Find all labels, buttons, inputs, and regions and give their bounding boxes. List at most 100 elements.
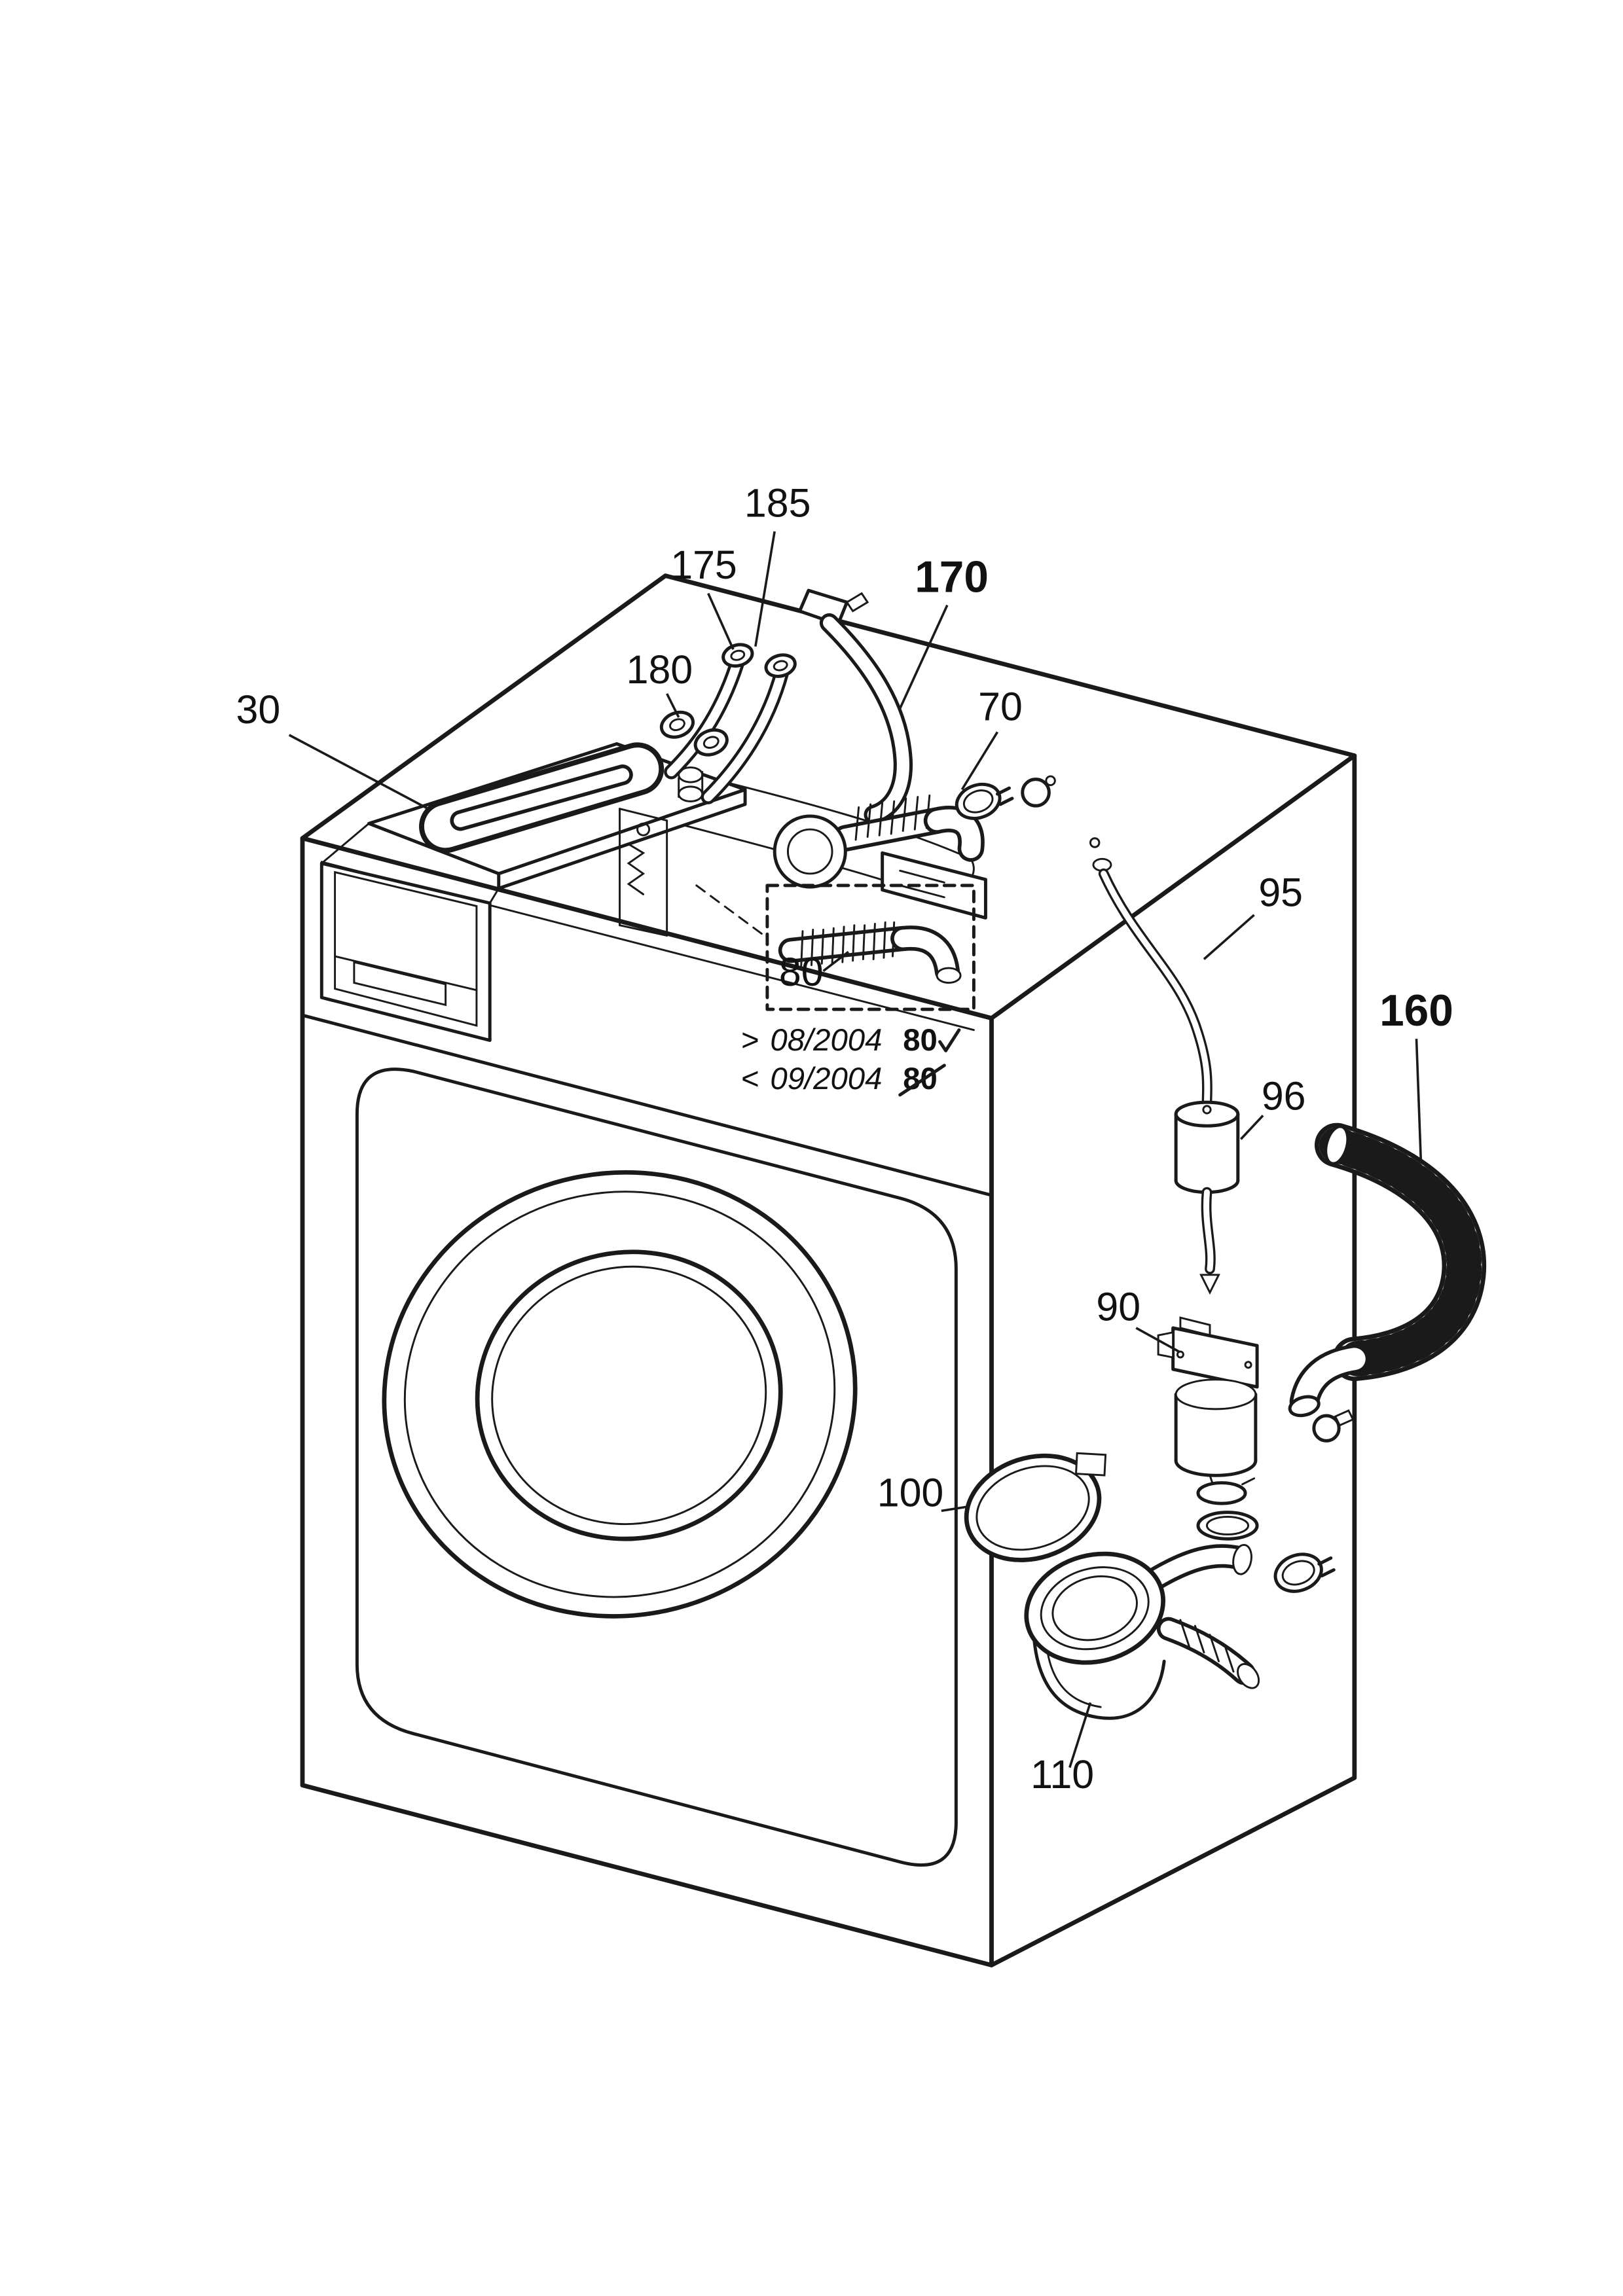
callout-96: 96 [1262, 1073, 1306, 1118]
door-assembly [382, 1170, 858, 1619]
drain-hose-clamp [1312, 1409, 1355, 1443]
grommet-180-b [693, 728, 729, 757]
front-panel [355, 1067, 958, 1867]
dispenser-bracket [619, 808, 668, 937]
drain-hose-end-bend-fill [1293, 1348, 1366, 1413]
callout-90: 90 [1096, 1285, 1140, 1329]
leader-lines [288, 531, 1423, 1768]
dispenser-hose-b-fill [703, 667, 787, 802]
pump-clamp [1196, 1477, 1256, 1505]
chamber-96-nipple [1202, 1105, 1212, 1115]
revision-line2-date: 09/2004 [770, 1062, 882, 1096]
dispenser-drawer-front [353, 961, 447, 1007]
drain-hose-corrugation [1319, 1127, 1482, 1377]
motor-top [1175, 1378, 1257, 1410]
motor-bottom [1174, 1459, 1258, 1477]
callout-175: 175 [670, 543, 737, 587]
grommet-180-a [659, 710, 695, 739]
variant-dashed-box [765, 884, 976, 1011]
door-glass-outer [475, 1249, 783, 1541]
chamber-to-pump-hose [1199, 1187, 1220, 1295]
leader-96 [1239, 1115, 1264, 1140]
stub-ribs [1179, 1619, 1235, 1673]
sump-assembly-110 [1024, 1543, 1336, 1720]
callout-95: 95 [1258, 870, 1303, 914]
bellows-80-elbow-fill [894, 929, 957, 980]
stub-clamp [1273, 1552, 1323, 1593]
drain-hose-160 [1288, 1122, 1487, 1443]
callout-70: 70 [978, 684, 1023, 728]
sump-elbow-pipe-fill [1142, 1547, 1248, 1590]
variant-link-line [695, 884, 765, 937]
clamp-screw-70 [995, 786, 1014, 806]
front-band-seam [301, 1013, 993, 1197]
drain-hose-end-cap [1288, 1395, 1321, 1418]
revision-line1-date: 08/2004 [770, 1023, 882, 1058]
bracket-slot-1 [899, 869, 945, 884]
sump-body-inner [1046, 1651, 1102, 1708]
bracket-slot-2 [899, 884, 945, 899]
leader-30 [288, 734, 431, 812]
callout-100: 100 [877, 1471, 944, 1515]
approved-tick-mark [938, 1028, 961, 1052]
bellows-80-end-cap [936, 967, 962, 984]
leader-175 [707, 592, 735, 651]
sump-elbow-end [1232, 1543, 1252, 1575]
leader-185 [754, 531, 776, 647]
callout-185: 185 [744, 480, 811, 525]
stub-clamp-screw [1317, 1556, 1336, 1578]
leader-70 [960, 731, 998, 791]
dispenser-corner-right [488, 887, 500, 905]
callout-160: 160 [1379, 986, 1453, 1035]
pressure-hose-95 [1089, 837, 1213, 1109]
inlet-hoses-group [659, 588, 913, 825]
pump-seal-ring [1196, 1511, 1259, 1541]
hose-clip [1199, 1274, 1220, 1295]
inlet-hose-170-fill [822, 617, 909, 821]
clamp-100-screw-block [1074, 1452, 1107, 1477]
stub-end-cap [1237, 1663, 1260, 1689]
leader-110 [1068, 1702, 1092, 1768]
door-rim-ring [403, 1191, 836, 1598]
leader-180 [666, 693, 680, 718]
dispenser-housing-inner [334, 870, 478, 1027]
grommet-185 [764, 653, 797, 678]
revision-note: > 08/2004 80 < 09/2004 80 [740, 1023, 961, 1097]
door-glass-inner [491, 1265, 767, 1526]
leader-160 [1415, 1039, 1423, 1160]
circlip [1021, 775, 1056, 808]
revision-line1-prefix: > [740, 1023, 759, 1058]
sump-body [1032, 1639, 1166, 1720]
leader-80 [822, 950, 849, 972]
bellows-elbow-fill [927, 809, 981, 859]
air-chamber-96 [1174, 1100, 1240, 1194]
lid-channel-inner-fill [453, 768, 630, 827]
pump-screw-1 [1176, 1350, 1184, 1359]
hose-95-tube-fill [1101, 870, 1211, 1107]
bellows-80-tube-fill [782, 929, 912, 960]
leader-100 [941, 1505, 970, 1513]
callout-180: 180 [627, 647, 693, 692]
hose-95-pin [1089, 837, 1101, 848]
revision-line1-part: 80 [903, 1023, 938, 1058]
clamp-ring-100 [964, 1452, 1107, 1562]
latch-pivot [636, 822, 651, 836]
dispenser-assembly-30 [319, 742, 747, 1042]
leader-90 [1135, 1327, 1180, 1353]
leader-170 [899, 604, 949, 709]
grommet-175 [721, 643, 754, 668]
pump-assembly-90 [1157, 1316, 1259, 1494]
callout-110: 110 [1030, 1752, 1094, 1797]
pressure-chamber [773, 814, 847, 889]
callout-80: 80 [779, 950, 824, 994]
callout-170: 170 [915, 552, 989, 601]
leader-95 [1203, 914, 1255, 960]
sump-corrugated-stub-fill [1160, 1621, 1252, 1681]
callout-labels: 30 185 175 170 180 70 95 160 96 90 80 10… [236, 480, 1453, 1797]
pressure-chamber-inner [786, 828, 833, 875]
dispenser-corner-left [320, 822, 370, 865]
chamber-pump-tube-fill [1203, 1189, 1214, 1272]
dispenser-shelf-line [334, 955, 478, 992]
